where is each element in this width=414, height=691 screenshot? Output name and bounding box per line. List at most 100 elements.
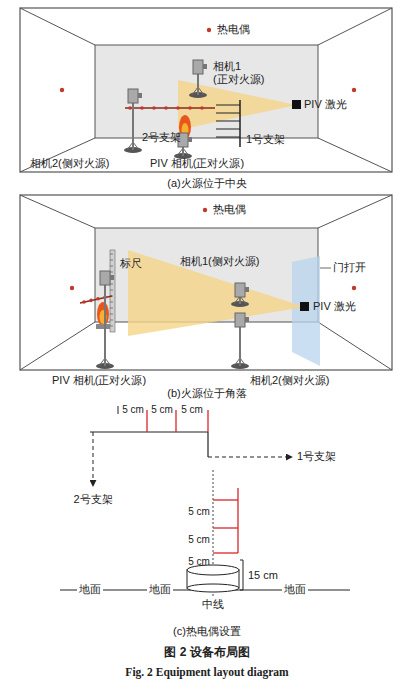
label-text: 热电偶 [213,203,246,216]
room-outline [20,8,392,172]
label-text: 相机1(侧对火源) [180,255,259,268]
camera-2 [231,313,249,369]
camera-lens [188,137,192,142]
fire-source [96,302,110,329]
camera-1 [189,60,207,98]
label-text: 相机1 (正对火源) [213,60,275,86]
thermocouple-dot [60,88,64,92]
room-edge [318,8,392,45]
ruler [110,250,115,332]
thermocouple-dot [188,106,192,110]
camera-lens [110,275,114,280]
camera-body [100,271,110,285]
dimension-tick [118,406,119,414]
camera-body [193,60,203,74]
stand-1-rung [216,105,240,106]
room-edge [318,322,392,370]
ruler-tick [110,290,113,291]
stand-1-rung [216,121,240,122]
label-text: 15 cm [248,569,278,582]
label-text: (a)火源位于中央 [167,177,246,190]
room-edge [318,138,392,172]
label-text: 5 cm [188,506,210,518]
label-text: 2号支架 [142,131,181,144]
stand-1-pole [239,100,241,147]
ruler-tick [110,260,113,261]
label-text: 标尺 [120,257,142,270]
piv-laser [292,100,301,109]
thermocouple-dot [200,106,204,110]
label-text: 热电偶 [217,23,250,36]
ruler-tick [110,254,113,255]
tripod-pole [239,326,241,366]
thermocouple-dot [128,106,132,110]
label-text: 地面 [282,583,308,596]
ruler-tick [110,302,113,303]
label-text: PIV 激光 [304,98,347,111]
top-bar [90,431,208,432]
thermocouple-dot [164,106,168,110]
label-text: 1号支架 [297,450,336,463]
thermocouple-dot [352,88,356,92]
label-text: 门打开 [333,261,366,274]
laser-sheet [178,80,297,130]
laser-sheet [128,250,305,336]
stand-1-rung [216,129,240,130]
thermocouple-dot [176,106,180,110]
panel-a [20,8,392,172]
leader-arrow [93,432,94,486]
label-text: 5 cm [188,556,210,568]
thermocouple-dot [96,297,100,301]
dimension-bracket [240,590,243,591]
label-text: Fig. 2 Equipment layout diagram [125,666,288,680]
room-edge [20,322,95,370]
label-text: 2号支架 [73,493,112,506]
thermocouple-dot [207,28,211,32]
label-text: PIV 激光 [313,300,356,313]
panel-b [20,195,392,370]
label-text: (c)热电偶设置 [173,625,241,638]
thermocouple-dot [203,208,207,212]
thermocouple-dot [352,286,356,290]
ruler-tick [110,320,113,321]
label-text: (b)火源位于角落 [167,387,246,400]
thermocouple-wire [175,410,176,432]
ruler-tick [110,308,113,309]
thermocouple-dot [152,106,156,110]
label-text: 地面 [77,583,103,596]
door-leader [320,268,331,269]
label-text: 5 cm [122,404,144,416]
label-text: 5 cm [188,534,210,546]
thermocouple-dot [89,299,93,303]
camera-body [128,89,138,103]
stand-link [207,432,208,457]
room-outline [20,195,392,370]
room-edge [20,8,95,45]
label-text: 中线 [202,598,224,611]
thermocouple-wire [213,552,238,553]
ruler-tick [110,314,113,315]
thermocouple-dot [82,300,86,304]
dimension-bracket [243,560,244,590]
ruler-tick [110,266,113,267]
ruler-tick [110,326,113,327]
figure-caption: 图 2 设备布局图 [164,645,249,659]
leader-arrow [208,457,292,458]
tripod-pole [132,102,134,150]
piv-camera [96,271,114,369]
thermocouple-rake [80,296,112,303]
flame [97,302,109,326]
burner-bottom [187,584,239,592]
room-edge [20,195,95,228]
back-wall [95,45,318,138]
camera-body [235,313,245,327]
thermocouple-wire [213,499,238,500]
stand-1-rung [216,113,240,114]
camera-2 [124,89,142,153]
thermocouple-wire [213,527,238,528]
panel-c [60,406,350,596]
room-edge [318,195,392,228]
thermocouple-dot [70,286,74,290]
